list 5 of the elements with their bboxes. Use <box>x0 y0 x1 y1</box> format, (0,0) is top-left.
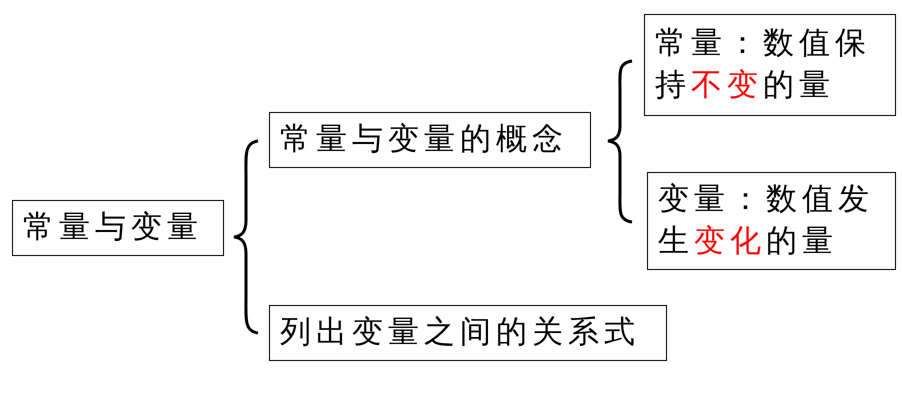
concept-box: 常量与变量的概念 <box>269 112 591 168</box>
concept-box: 常量与变量 <box>12 200 224 256</box>
concept-box: 列出变量之间的关系式 <box>269 305 667 361</box>
concept-box: 常量：数值保持不变的量 <box>644 14 896 116</box>
concept-box: 变量：数值发生变化的量 <box>647 172 896 270</box>
